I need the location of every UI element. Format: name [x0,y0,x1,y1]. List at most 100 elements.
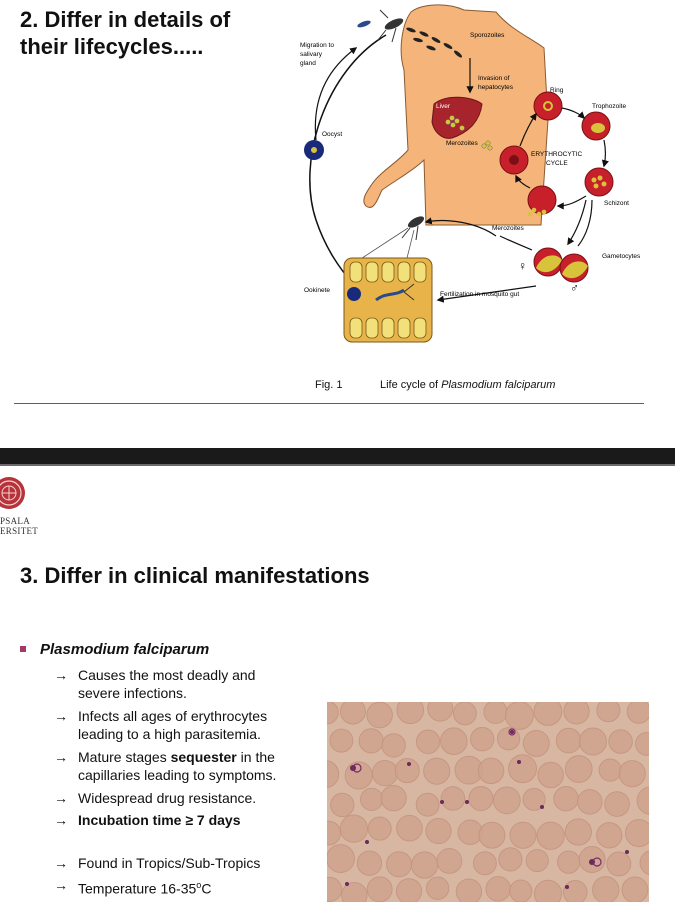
rbc-trophozoite [581,111,611,141]
rbc-cell [485,876,511,902]
rbc-cell [618,760,646,788]
cycle-arrow-3 [556,195,587,210]
lifecycle-arc-inner [314,47,358,141]
rbc-cell [608,729,633,754]
rbc-cell [327,760,340,789]
male-symbol: ♂ [570,281,579,295]
rbc-cell [492,786,521,815]
released-merozoites [481,140,493,151]
slide-title-lifecycles: 2. Differ in details of their lifecycles… [20,6,270,60]
title-line-1: 2. Differ in details of [20,7,231,32]
point-post: C [201,880,212,897]
sporozoite-trail [406,27,463,58]
point-text: severe infections. [78,685,187,701]
to-gametocyte-arrow-2 [577,199,593,247]
rbc-cell [415,729,441,754]
rbc-cell [356,850,383,876]
label-gametocytes: Gametocytes [602,253,641,260]
liver-merozoites [445,115,465,131]
rbc-cell [327,876,343,902]
label-ring: Ring [550,87,564,94]
point-bold: sequester [170,749,237,765]
rbc-cell [596,702,621,723]
rbc-cell [468,785,494,812]
rbc-cell [425,876,450,900]
rbc-cell [366,876,393,902]
rbc-cell [636,786,649,815]
rbc-cell [498,847,523,872]
rbc-cell [423,757,451,785]
rbc-cell [522,787,546,811]
rbc-cell [563,702,590,725]
rbc-cell [621,876,649,902]
rbc-cell [533,702,563,726]
point-text: capillaries leading to symptoms. [78,767,277,783]
label-oocyst: Oocyst [322,131,342,138]
rbc-cell [371,759,399,787]
rbc-cell [396,702,425,725]
label-merozoites-blood: Merozoites [492,225,525,232]
rbc-cell [477,757,505,785]
arrow-icon: → [54,708,68,724]
rbc-cell [470,726,495,752]
rbc-cell [478,821,506,849]
university-name: PSALA ERSITET [0,516,38,536]
rbc-cell [522,730,550,757]
point-text: Found in Tropics/Sub-Tropics [78,855,261,871]
degree-sup: o [196,880,202,890]
rbc-cell [537,761,564,789]
point-text: Causes the most deadly and [78,667,256,683]
rbc-cell [341,881,368,902]
university-line-2: ERSITET [0,526,39,536]
rbc-cell [436,848,463,874]
caption-plain: Life cycle of [380,379,442,391]
return-arc [424,217,497,237]
fertilization-arrow [436,285,537,303]
label-migration-1: Migration to [300,42,334,49]
rbc-cell [329,728,354,753]
rbc-cell [564,818,592,846]
zoom-line-1 [355,227,409,263]
point-pre: Temperature 16-35 [78,880,197,897]
university-seal-icon [0,477,25,509]
blood-smear-micrograph [327,702,649,902]
square-bullet-icon [20,646,26,652]
point-text: Incubation time ≥ 7 days [78,812,241,828]
caption-italic: Plasmodium falciparum [441,379,556,391]
rbc-cell [344,761,373,790]
label-fertilization: Fertilization in mosquito gut [440,291,519,298]
mosquito-gut [343,257,433,343]
zoom-line-2 [405,229,415,263]
rbc-cell [578,727,607,756]
cycle-arrow-4 [515,174,531,189]
to-gametocyte-from-cycle [499,235,533,251]
rbc-cell [562,879,588,902]
rbc-cell [360,787,384,811]
rbc-cell [536,821,565,850]
rbc-cell [496,727,521,751]
rbc-cell [385,851,413,878]
title-line-2: their lifecycles..... [20,34,204,59]
rbc-cell [606,851,632,877]
rbc-cell [427,702,454,722]
slide-divider-line [14,403,644,404]
rbc-cell [604,791,630,817]
rbc-cell [564,755,593,783]
arrow-icon: → [54,855,68,871]
species-name: Plasmodium falciparum [40,641,210,658]
rbc-ring [533,91,563,121]
gametocyte-female [533,247,563,277]
rbc-cell [415,792,440,817]
rbc-cell [509,879,533,902]
rbc-cell [380,785,407,812]
label-erythrocytic-2: CYCLE [546,160,568,167]
rbc-cell [626,702,649,724]
point-post: in the [236,749,275,765]
point-text: leading to a high parasitemia. [78,726,261,742]
rbc-cell [440,727,468,755]
arrow-icon: → [54,877,68,893]
rbc-merozoites [527,185,557,217]
rbc-cell [367,816,392,841]
arrow-icon: → [54,812,68,828]
figure-number: Fig. 1 [315,379,343,391]
